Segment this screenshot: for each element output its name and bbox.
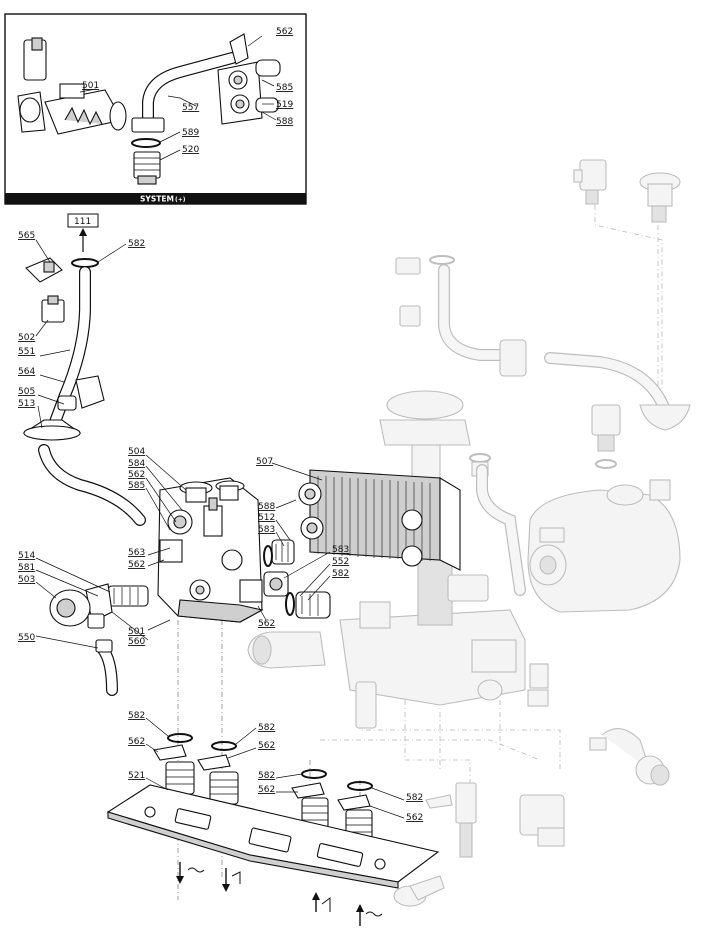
ghost-valve-top-left [573, 159, 607, 205]
inset-title-suffix: (+) [175, 197, 186, 204]
callout-582-center: 582 [332, 569, 349, 579]
reference-box: 111 [67, 213, 99, 252]
callout-521: 521 [128, 771, 145, 781]
system-inset: SYSTEM (+) [4, 13, 307, 205]
part-pressure-relief-assembly [49, 583, 149, 629]
callout-583-b: 583 [332, 545, 349, 555]
inset-callout-501: 501 [82, 81, 99, 91]
flow-arrows [176, 862, 383, 926]
inset-callout-557: 557 [182, 103, 199, 113]
callout-564: 564 [18, 367, 35, 377]
lower-threaded-fittings [165, 761, 373, 841]
inset-part-bypass-assembly [17, 37, 127, 135]
callout-551: 551 [18, 347, 35, 357]
callout-562-b: 562 [128, 560, 145, 570]
callout-562-l1: 562 [128, 737, 145, 747]
callout-582-l3: 582 [258, 771, 275, 781]
part-fitting-552 [285, 591, 331, 619]
callout-582-top: 582 [128, 239, 145, 249]
callout-582-l1: 582 [128, 711, 145, 721]
inset-callout-562: 562 [276, 27, 293, 37]
callout-582-l2: 582 [258, 723, 275, 733]
callout-563: 563 [128, 548, 145, 558]
ghost-cone-fitting [639, 404, 691, 431]
ghost-clip-lower [399, 305, 421, 327]
callout-503: 503 [18, 575, 35, 585]
inset-title: SYSTEM [140, 195, 174, 204]
ghost-cover [379, 419, 471, 446]
reference-box-label: 111 [74, 217, 91, 227]
callout-512: 512 [258, 513, 275, 523]
callout-565: 565 [18, 231, 35, 241]
inset-callout-589: 589 [182, 128, 199, 138]
inset-clip [229, 33, 249, 65]
callout-507: 507 [256, 457, 273, 467]
inset-callout-585: 585 [276, 83, 293, 93]
ghost-pump [527, 479, 681, 613]
callout-562-l2: 562 [258, 741, 275, 751]
part-plate-heat-exchanger [298, 469, 461, 571]
inset-nut [131, 117, 165, 133]
ghost-lower-right-parts [393, 689, 670, 907]
part-fitting-583 [263, 571, 289, 597]
inset-fitting [133, 151, 161, 185]
inset-callout-519: 519 [276, 100, 293, 110]
callout-550: 550 [18, 633, 35, 643]
inset-oring [131, 138, 161, 148]
callout-514: 514 [18, 551, 35, 561]
ghost-clip [395, 257, 421, 275]
inset-manifold [217, 59, 281, 125]
part-central-manifold [157, 477, 264, 623]
callout-562-a: 562 [128, 470, 145, 480]
inset-callout-520: 520 [182, 145, 199, 155]
part-fitting-512 [263, 539, 295, 567]
ghost-valve-top-right [639, 172, 681, 223]
part-drain-fitting [95, 639, 113, 653]
part-base-plate [106, 784, 440, 889]
callout-588: 588 [258, 502, 275, 512]
callout-513: 513 [18, 399, 35, 409]
callout-labels: 565 582 502 551 564 505 513 504 584 562 … [18, 231, 423, 823]
callout-562-l4: 562 [406, 813, 423, 823]
callout-582-l4: 582 [406, 793, 423, 803]
callout-504: 504 [128, 447, 145, 457]
part-clip-502 [41, 295, 65, 323]
callout-560: 560 [128, 637, 145, 647]
callout-584: 584 [128, 459, 145, 469]
callout-501: 501 [128, 627, 145, 637]
leader-lines [35, 239, 405, 819]
part-oring-top [71, 258, 99, 268]
callout-505: 505 [18, 387, 35, 397]
callout-562-l3: 562 [258, 785, 275, 795]
ghost-filter [355, 681, 377, 729]
callout-552: 552 [332, 557, 349, 567]
inset-callout-588: 588 [276, 117, 293, 127]
ghost-valve-mid-right [591, 404, 621, 469]
callout-502: 502 [18, 333, 35, 343]
callout-585: 585 [128, 481, 145, 491]
ghost-pipe-fitting [499, 339, 527, 377]
part-bracket-505 [57, 375, 105, 411]
callout-581: 581 [18, 563, 35, 573]
ghost-oring [429, 255, 455, 265]
callout-562-c: 562 [258, 619, 275, 629]
callout-583-a: 583 [258, 525, 275, 535]
